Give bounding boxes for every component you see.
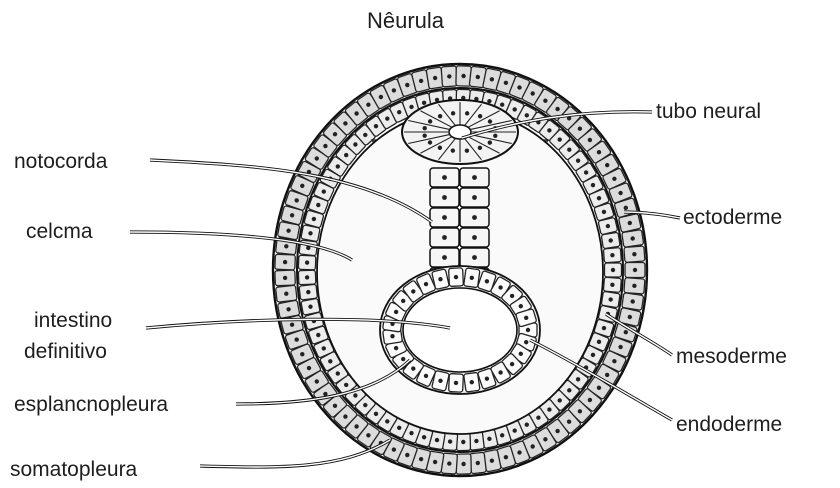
notochord-nucleus xyxy=(442,195,447,200)
endoderm-cell xyxy=(464,372,480,392)
neural-tube-nucleus xyxy=(451,111,455,115)
diagram-title: Nêurula xyxy=(367,9,444,33)
ectoderm-cell xyxy=(625,263,645,278)
ectoderm-cell xyxy=(275,270,296,286)
ectoderm-cell xyxy=(441,66,457,87)
label-notocorda: notocorda xyxy=(14,150,107,174)
neural-tube-nucleus xyxy=(451,148,455,152)
neural-tube-nucleus xyxy=(478,114,482,118)
notochord-nucleus xyxy=(442,215,447,220)
somatopleura-cell xyxy=(299,284,317,300)
neural-tube-nucleus xyxy=(488,140,492,144)
label-esplancnopleura: esplancnopleura xyxy=(14,393,168,417)
endoderm-cell xyxy=(464,268,480,288)
definitive-gut xyxy=(380,266,540,394)
label-mesoderme: mesoderme xyxy=(676,345,787,369)
neural-tube xyxy=(402,100,518,164)
gut-lumen xyxy=(403,288,517,372)
ectoderm-cell xyxy=(277,300,299,318)
label-ectoderme: ectoderme xyxy=(683,206,782,230)
label-endoderme: endoderme xyxy=(676,413,782,437)
label-somatopleura: somatopleura xyxy=(10,458,137,482)
somatopleura-cell xyxy=(603,277,621,292)
neural-tube-nucleus xyxy=(488,119,492,123)
somatopleura-cell xyxy=(456,433,470,450)
neural-tube-nucleus xyxy=(428,140,432,144)
notochord-nucleus xyxy=(472,215,477,220)
neural-tube-nucleus xyxy=(465,111,469,115)
somatopleura-cell xyxy=(298,270,316,285)
notochord-nucleus xyxy=(442,255,447,260)
notochord-nucleus xyxy=(442,175,447,180)
neural-tube-nucleus xyxy=(465,148,469,152)
ectoderm-cell xyxy=(624,278,645,294)
neural-tube-nucleus xyxy=(428,119,432,123)
label-definitivo: definitivo xyxy=(24,340,107,364)
somatopleura-cell xyxy=(601,232,620,248)
ectoderm-cell xyxy=(276,285,298,302)
neural-tube-nucleus xyxy=(438,146,442,150)
notochord-nucleus xyxy=(442,235,447,240)
label-intestino: intestino xyxy=(34,309,112,333)
ectoderm-cell xyxy=(275,254,296,270)
notochord-nucleus xyxy=(472,235,477,240)
ectoderm-cell xyxy=(456,454,471,474)
ectoderm-cell xyxy=(622,230,644,248)
neural-tube-nucleus xyxy=(423,126,427,130)
neural-tube-nucleus xyxy=(422,133,426,137)
somatopleura-cell xyxy=(301,298,320,315)
notochord-nucleus xyxy=(472,175,477,180)
ectoderm-cell xyxy=(624,246,645,262)
neural-tube-nucleus xyxy=(478,146,482,150)
endoderm-cell xyxy=(449,268,464,287)
endoderm-cell xyxy=(449,374,464,393)
neural-tube-nucleus xyxy=(493,134,497,138)
notochord-nucleus xyxy=(472,195,477,200)
label-tubo-neural: tubo neural xyxy=(656,100,761,124)
somatopleura-cell xyxy=(605,263,622,277)
somatopleura-cell xyxy=(603,248,621,263)
somatopleura-cell xyxy=(298,255,316,270)
label-celoma: celcma xyxy=(26,220,93,244)
neural-tube-nucleus xyxy=(438,114,442,118)
notochord-nucleus xyxy=(472,255,477,260)
